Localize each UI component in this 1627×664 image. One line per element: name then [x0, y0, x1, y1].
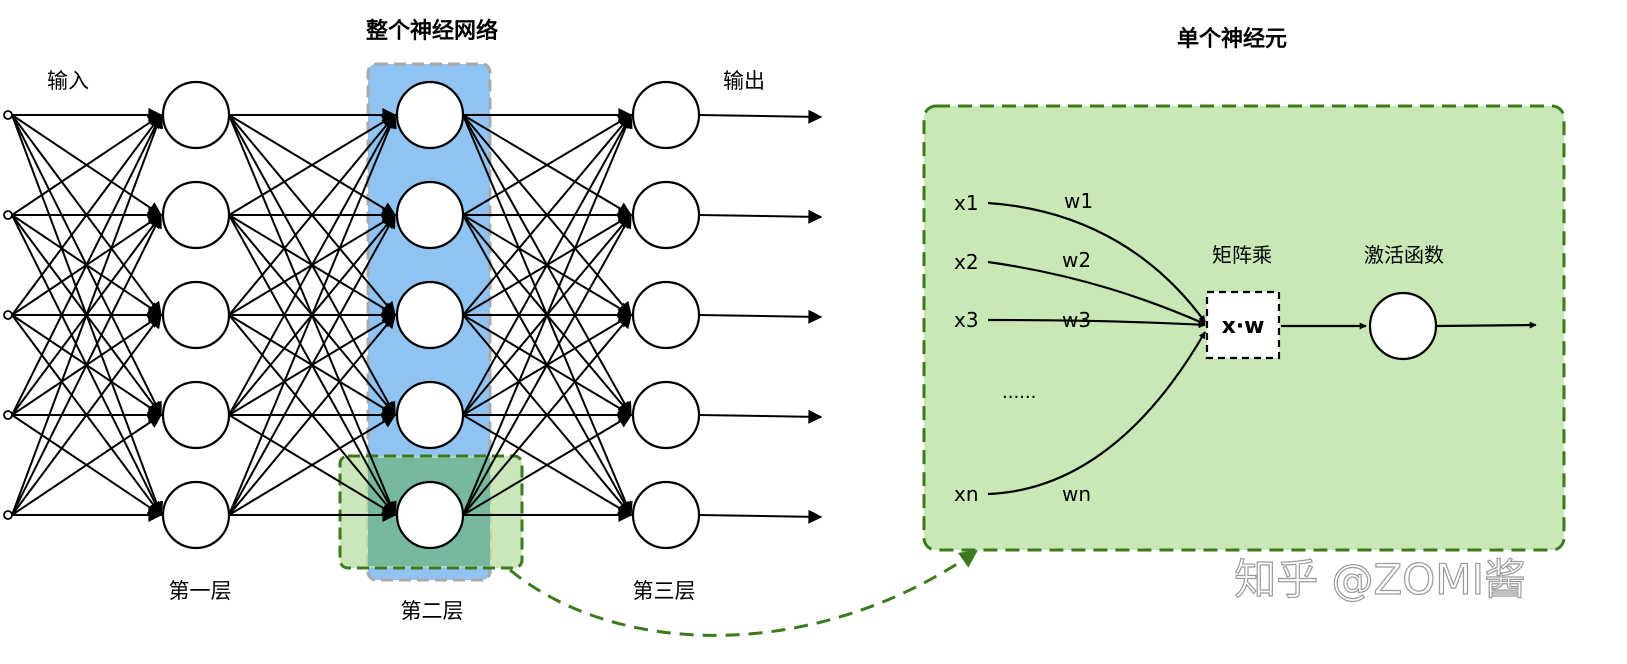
output-arrow-1: [698, 209, 823, 224]
layer2-label: 第二层: [401, 599, 464, 623]
edge-l2-4-l3-1: [462, 213, 632, 516]
activation-output-arrow: [1435, 321, 1537, 329]
output-arrow-2: [698, 309, 823, 324]
activation-neuron: [1368, 291, 1438, 361]
input-curve-n: [987, 331, 1206, 496]
weight-w1: w1: [1064, 189, 1093, 213]
output-label: 输出: [723, 69, 765, 93]
neuron-l3-2: [631, 280, 701, 350]
layer3-label: 第三层: [633, 579, 696, 603]
edge-l1-2-l2-0: [228, 113, 396, 316]
network-edges: [11, 108, 823, 524]
neuron-l1-3: [161, 380, 231, 450]
input-node-0: [3, 110, 13, 120]
neuron-l2-4: [395, 480, 465, 550]
edge-l2-4-l3-2: [462, 313, 632, 516]
edge-l1-4-l2-3: [228, 414, 397, 516]
input-node-1: [3, 210, 13, 220]
edge-input-1-l1-0: [11, 114, 163, 216]
input-curve-2: [987, 260, 1206, 326]
neuron-l3-1: [631, 180, 701, 250]
edge-l2-4-l3-0: [462, 113, 633, 516]
edge-l1-3-l2-0: [228, 113, 396, 416]
edge-l1-4-l2-1: [228, 213, 396, 516]
neuron-l2-2: [395, 280, 465, 350]
network-title: 整个神经网络: [366, 18, 498, 44]
input-x3: x3: [954, 308, 979, 332]
neuron-l1-0: [161, 80, 231, 150]
edge-input-4-l1-0: [11, 113, 164, 516]
matmul-label: 矩阵乘: [1212, 243, 1272, 267]
input-node-3: [3, 410, 13, 420]
edge-l2-2-l3-0: [462, 113, 632, 316]
input-curve-1: [987, 201, 1206, 323]
input-x1: x1: [954, 191, 979, 215]
neuron-l3-4: [631, 480, 701, 550]
edge-input-4-l1-3: [11, 414, 163, 516]
weight-w2: w2: [1062, 248, 1091, 272]
input-x2: x2: [954, 250, 979, 274]
layer1-label: 第一层: [169, 579, 232, 603]
input-label: 输入: [47, 69, 89, 93]
edge-l2-4-l3-3: [462, 414, 633, 516]
neuron-input-curves: [987, 201, 1206, 496]
edge-input-4-l1-1: [11, 213, 162, 516]
matmul-box: [1205, 290, 1281, 360]
neuron-l1-1: [161, 180, 231, 250]
zoom-arrow: [509, 549, 978, 637]
neuron-title: 单个神经元: [1177, 26, 1287, 52]
neuron-l2-3: [395, 380, 465, 450]
neuron-l2-0: [395, 80, 465, 150]
output-arrow-0: [698, 109, 823, 124]
edge-input-3-l1-0: [11, 113, 162, 416]
input-curve-3: [987, 318, 1206, 329]
watermark: 知乎 @ZOMI酱: [1234, 555, 1526, 604]
edge-l1-4-l2-0: [228, 113, 397, 516]
input-xn: xn: [954, 482, 979, 506]
edge-input-4-l1-2: [11, 313, 162, 516]
network-nodes: [3, 80, 701, 550]
edge-l1-1-l2-0: [228, 114, 397, 216]
weight-w3: w3: [1062, 308, 1091, 332]
matmul-text: x·w: [1222, 314, 1265, 339]
output-arrow-4: [698, 509, 823, 524]
neuron-l1-4: [161, 480, 231, 550]
input-node-2: [3, 310, 13, 320]
edge-input-2-l1-0: [11, 113, 162, 316]
output-arrow-3: [698, 409, 823, 424]
input-node-4: [3, 510, 13, 520]
activation-label: 激活函数: [1364, 243, 1444, 267]
weight-wn: wn: [1062, 482, 1091, 506]
neuron-l3-0: [631, 80, 701, 150]
input-ellipsis: ......: [1002, 382, 1036, 403]
neuron-l2-1: [395, 180, 465, 250]
edge-l2-1-l3-0: [462, 114, 633, 216]
edge-l2-3-l3-0: [462, 113, 632, 416]
neuron-l3-3: [631, 380, 701, 450]
neuron-l1-2: [161, 280, 231, 350]
edge-l1-4-l2-2: [228, 313, 396, 516]
